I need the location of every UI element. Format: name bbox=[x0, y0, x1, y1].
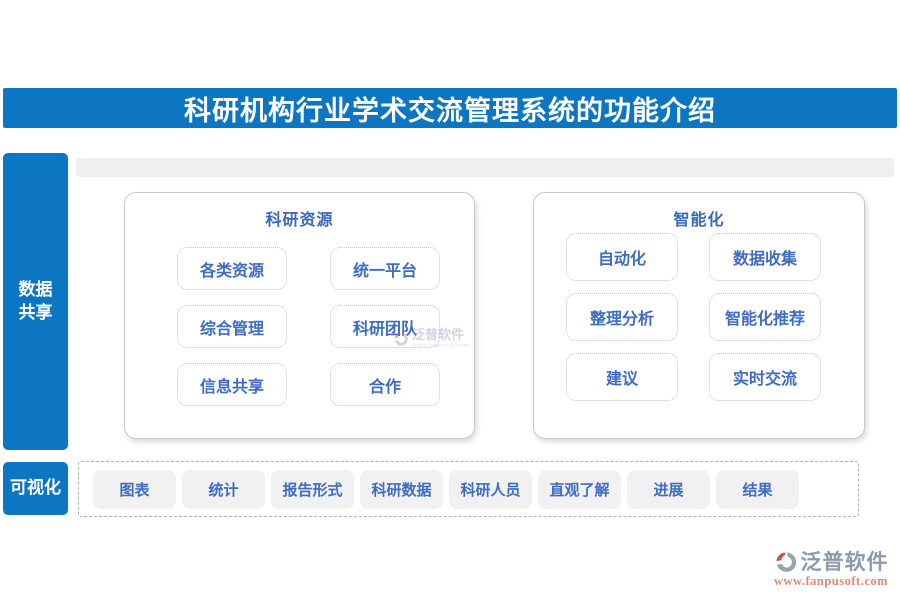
brand-logo: 泛普软件 www.fanpusoft.com bbox=[769, 550, 893, 588]
card-column: 自动化 整理分析 建议 bbox=[566, 233, 678, 401]
feature-button[interactable]: 各类资源 bbox=[177, 247, 287, 290]
chip-button[interactable]: 报告形式 bbox=[271, 470, 354, 509]
brand-url: www.fanpusoft.com bbox=[773, 574, 889, 588]
chip-button[interactable]: 进展 bbox=[627, 470, 710, 509]
card-column: 数据收集 智能化推荐 实时交流 bbox=[709, 233, 821, 401]
card-title: 科研资源 bbox=[265, 212, 334, 229]
card-column: 各类资源 综合管理 信息共享 bbox=[177, 247, 287, 406]
feature-button[interactable]: 合作 bbox=[330, 363, 440, 406]
feature-button[interactable]: 数据收集 bbox=[709, 233, 821, 281]
feature-button[interactable]: 整理分析 bbox=[566, 293, 678, 341]
brand-name: 泛普软件 bbox=[800, 549, 889, 574]
top-gray-strip bbox=[76, 158, 894, 177]
feature-button[interactable]: 信息共享 bbox=[177, 363, 287, 406]
chip-button[interactable]: 统计 bbox=[182, 470, 265, 509]
sidebar-item-label: 数据 bbox=[18, 280, 53, 300]
feature-button[interactable]: 科研团队 bbox=[330, 305, 440, 348]
card-research-resources: 科研资源 各类资源 综合管理 信息共享 统一平台 科研团队 合作 泛普软件 ww… bbox=[124, 192, 475, 439]
chip-button[interactable]: 结果 bbox=[716, 470, 799, 509]
header-banner: 科研机构行业学术交流管理系统的功能介绍 bbox=[3, 88, 897, 128]
chip-button[interactable]: 科研数据 bbox=[360, 470, 443, 509]
brand-logo-row: 泛普软件 bbox=[769, 550, 893, 574]
chip-button[interactable]: 科研人员 bbox=[449, 470, 532, 509]
sidebar-item-visualization[interactable]: 可视化 bbox=[3, 462, 68, 515]
feature-button[interactable]: 自动化 bbox=[566, 233, 678, 281]
page-title: 科研机构行业学术交流管理系统的功能介绍 bbox=[184, 95, 716, 126]
feature-button[interactable]: 综合管理 bbox=[177, 305, 287, 348]
feature-button[interactable]: 智能化推荐 bbox=[709, 293, 821, 341]
card-column: 统一平台 科研团队 合作 bbox=[330, 247, 440, 406]
feature-button[interactable]: 统一平台 bbox=[330, 247, 440, 290]
chip-row: 图表 统计 报告形式 科研数据 科研人员 直观了解 进展 结果 bbox=[93, 470, 799, 509]
feature-button[interactable]: 建议 bbox=[566, 353, 678, 401]
visualization-panel: 图表 统计 报告形式 科研数据 科研人员 直观了解 进展 结果 bbox=[78, 461, 859, 517]
chip-button[interactable]: 图表 bbox=[93, 470, 176, 509]
feature-button[interactable]: 实时交流 bbox=[709, 353, 821, 401]
sidebar-item-data-sharing[interactable]: 数据 共享 bbox=[3, 153, 68, 450]
card-intelligence: 智能化 自动化 整理分析 建议 数据收集 智能化推荐 实时交流 bbox=[533, 192, 865, 439]
fanpu-swirl-icon bbox=[775, 552, 796, 572]
card-title: 智能化 bbox=[673, 212, 725, 229]
sidebar-item-label: 共享 bbox=[18, 302, 53, 322]
sidebar-item-label: 可视化 bbox=[10, 478, 61, 498]
chip-button[interactable]: 直观了解 bbox=[538, 470, 621, 509]
